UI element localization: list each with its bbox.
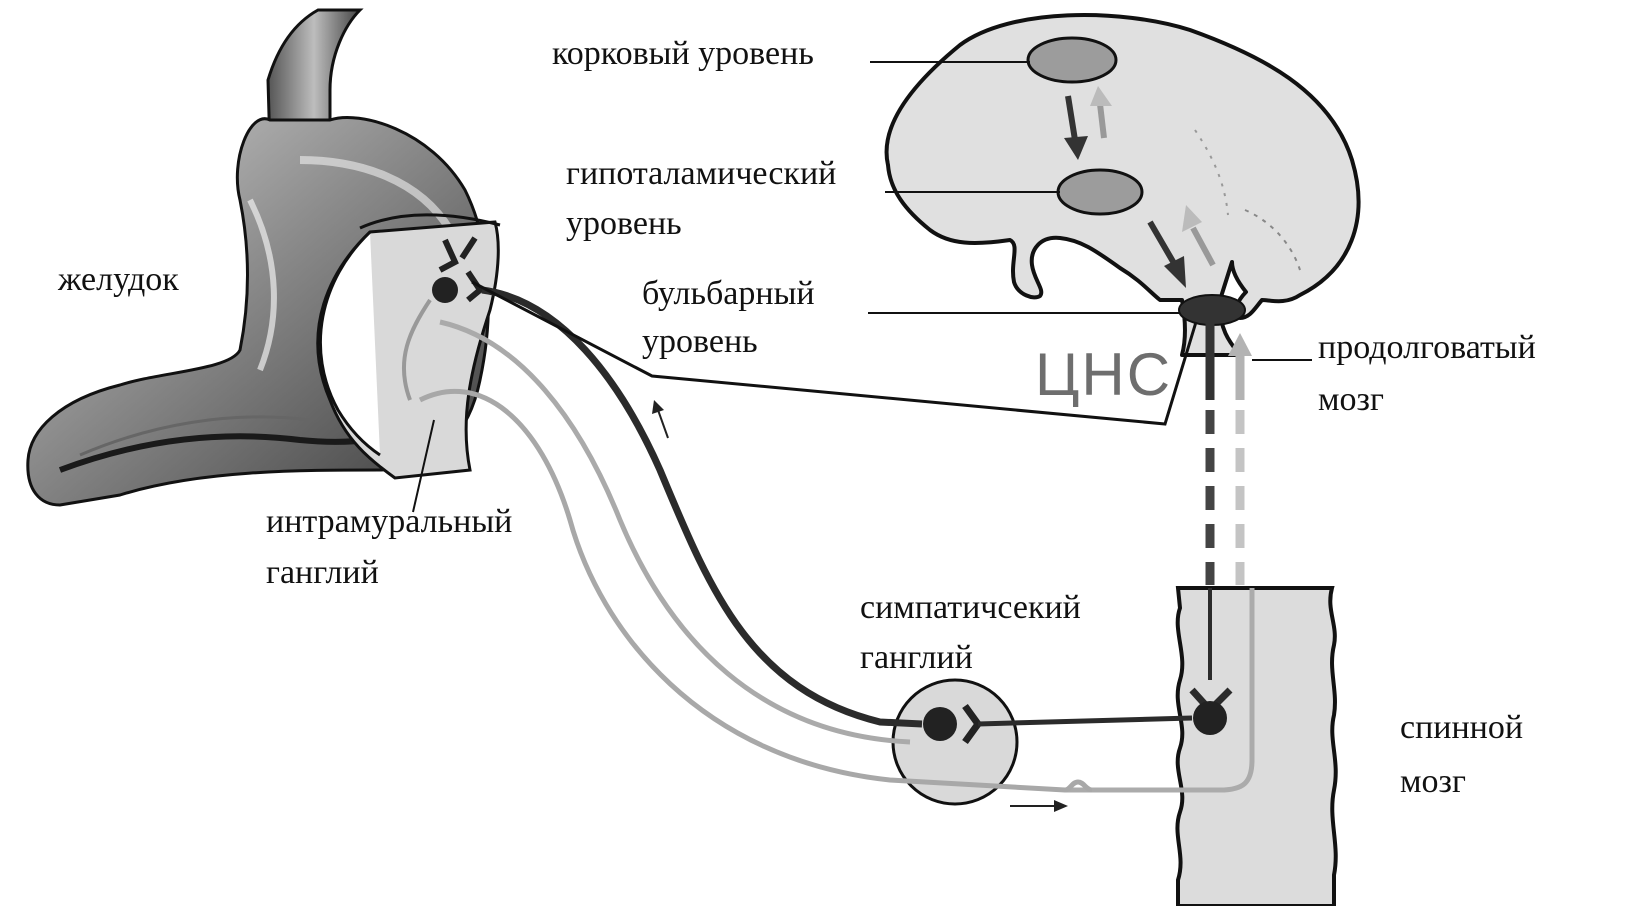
dark-efferent-fiber xyxy=(481,286,923,728)
bulbar-level-label-line1: бульбарный xyxy=(642,275,815,312)
medulla-label-line1: продолговатый xyxy=(1318,329,1536,366)
spinal-cord xyxy=(1175,586,1338,906)
stomach-label: желудок xyxy=(58,261,179,298)
sympathetic-neuron xyxy=(923,707,957,741)
ascending-arrows xyxy=(1090,86,1216,267)
brainstem-tracts xyxy=(1205,320,1252,585)
hypothalamic-level-label-line1: гипоталамический xyxy=(566,155,837,192)
spinal-neuron xyxy=(1193,701,1227,735)
intramural-ganglion-label-line1: интрамуральный xyxy=(266,503,513,540)
cortical-nucleus xyxy=(1026,36,1118,84)
stomach-illustration xyxy=(26,8,501,507)
sympathetic-ganglion-label-line2: ганглий xyxy=(860,639,973,676)
medulla-label-line2: мозг xyxy=(1318,381,1384,418)
hypothalamic-level-label-line2: уровень xyxy=(566,205,682,242)
intramural-ganglion-label-line2: ганглий xyxy=(266,554,379,591)
intramural-leader xyxy=(412,419,435,513)
cns-label: ЦНС xyxy=(1035,341,1173,408)
fiber-direction-arrow-right xyxy=(1010,800,1068,812)
bulbar-level-label-line2: уровень xyxy=(642,323,758,360)
vagus-connection-line xyxy=(471,280,1198,426)
light-fiber-middle xyxy=(439,319,911,745)
spinal-cord-label-line1: спинной xyxy=(1400,709,1524,746)
descending-arrows xyxy=(1064,95,1186,288)
light-afferent-fiber xyxy=(418,388,1093,793)
hypothalamic-nucleus xyxy=(1056,168,1144,216)
intramural-neuron xyxy=(432,277,458,303)
cortical-level-label: корковый уровень xyxy=(552,35,814,72)
sympathetic-ganglion-label-line1: симпатичсекий xyxy=(860,589,1081,626)
spinal-cord-label-line2: мозг xyxy=(1400,763,1466,800)
fiber-direction-arrow-up xyxy=(652,400,669,439)
